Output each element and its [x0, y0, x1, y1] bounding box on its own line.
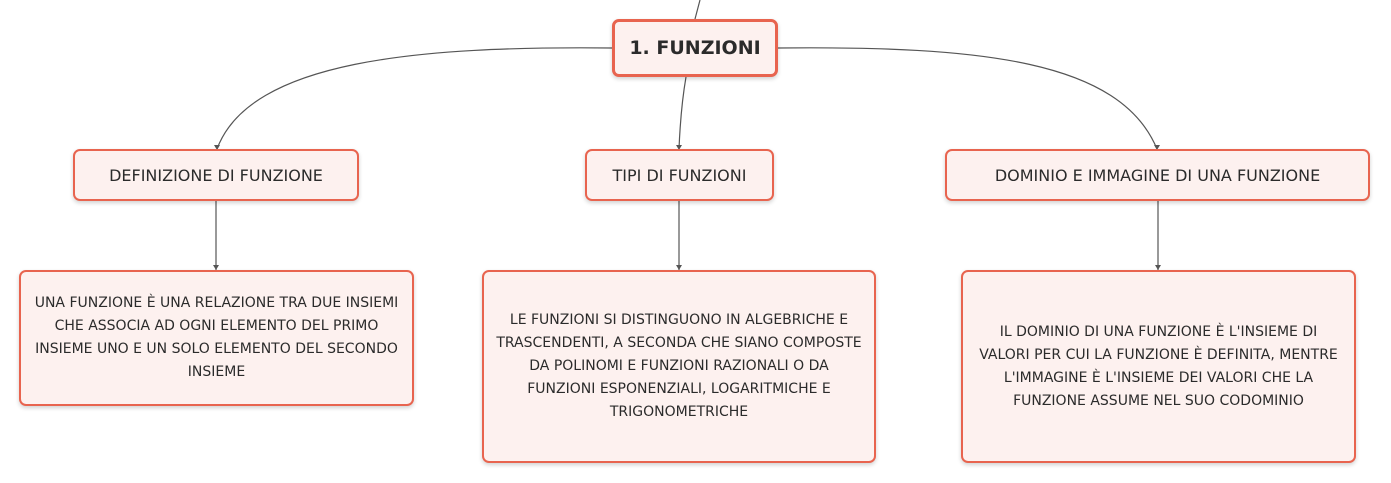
root-node[interactable]: 1. FUNZIONI — [612, 19, 778, 77]
branch-node-label: DOMINIO E IMMAGINE DI UNA FUNZIONE — [994, 165, 1321, 185]
arrowhead-definizione-leaf — [213, 265, 219, 270]
connector-root-definizione — [216, 47, 613, 150]
branch-node-label: DEFINIZIONE DI FUNZIONE — [109, 165, 323, 185]
arrowhead-definizione — [214, 145, 220, 150]
connector-root-tipi — [678, 76, 687, 150]
leaf-node-text: LE FUNZIONI SI DISTINGUONO IN ALGEBRICHE… — [496, 312, 862, 420]
branch-node-dominio[interactable]: DOMINIO E IMMAGINE DI UNA FUNZIONE — [945, 149, 1370, 201]
connector-incoming — [694, 0, 701, 20]
branch-node-tipi[interactable]: TIPI DI FUNZIONI — [585, 149, 774, 201]
branch-node-definizione[interactable]: DEFINIZIONE DI FUNZIONE — [73, 149, 359, 201]
arrowhead-tipi — [676, 145, 682, 150]
arrowhead-tipi-leaf — [676, 265, 682, 270]
arrowhead-dominio — [1154, 145, 1160, 150]
leaf-node-dominio[interactable]: IL DOMINIO DI UNA FUNZIONE È L'INSIEME D… — [961, 270, 1356, 463]
leaf-node-definizione[interactable]: UNA FUNZIONE È UNA RELAZIONE TRA DUE INS… — [19, 270, 414, 406]
leaf-node-text: IL DOMINIO DI UNA FUNZIONE È L'INSIEME D… — [979, 323, 1338, 409]
arrowhead-dominio-leaf — [1155, 265, 1161, 270]
connector-root-dominio — [777, 47, 1158, 150]
branch-node-label: TIPI DI FUNZIONI — [612, 165, 747, 185]
leaf-node-text: UNA FUNZIONE È UNA RELAZIONE TRA DUE INS… — [34, 295, 399, 380]
root-node-label: 1. FUNZIONI — [629, 37, 761, 59]
leaf-node-tipi[interactable]: LE FUNZIONI SI DISTINGUONO IN ALGEBRICHE… — [482, 270, 876, 463]
